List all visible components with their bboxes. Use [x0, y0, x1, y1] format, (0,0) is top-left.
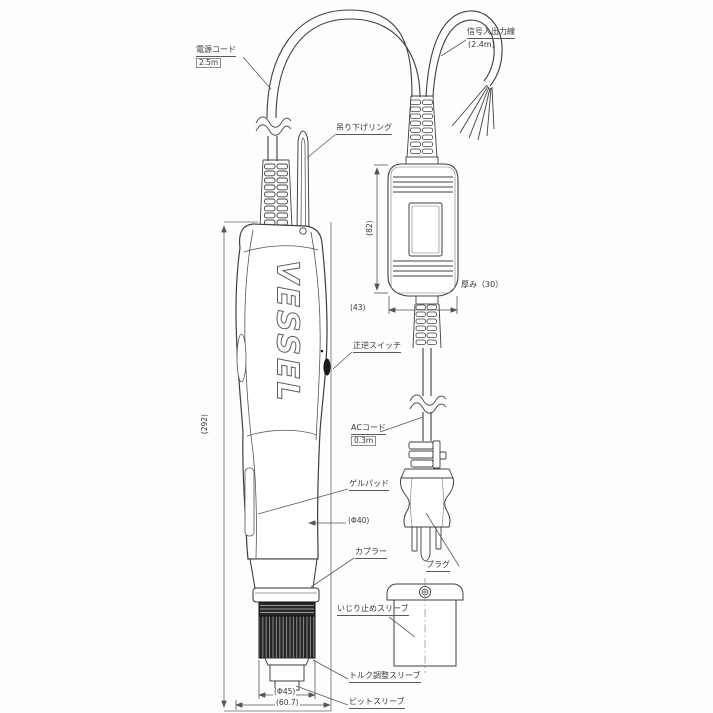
driver-body: [235, 223, 331, 560]
label-ac-cord: ACコード: [351, 423, 386, 435]
dimension-sleeve-diameter: (Φ45): [273, 687, 297, 697]
plug-blade: [411, 526, 418, 552]
label-signal-line: 信号入出力線: [467, 27, 515, 39]
hanging-ring: [296, 130, 310, 233]
controller-box: [387, 95, 459, 349]
label-bit-sleeve: ビットスリーブ: [349, 697, 405, 709]
label-power-cord: 電源コード: [196, 45, 236, 57]
dimension-base-width: (60.7): [275, 698, 300, 708]
label-coupler: カプラー: [355, 547, 387, 559]
dimension-driver-height: (292): [200, 405, 210, 444]
controller-bottom-strain-relief: [415, 304, 437, 345]
driver-strain-relief: [259, 159, 293, 229]
switch-dot: [320, 349, 324, 353]
label-power-cord-length: 2.5m: [196, 58, 222, 69]
label-tamper-proof-sleeve: いじり止めスリーブ: [337, 604, 409, 616]
power-cord-cable: [266, 9, 421, 161]
label-ac-cord-length: 0.3m: [351, 436, 377, 447]
label-plug: プラグ: [426, 560, 450, 572]
label-box-thickness: 厚み（30）: [461, 280, 504, 289]
dimension-driver-diameter: (Φ40): [347, 516, 371, 526]
plug: [400, 440, 454, 562]
torque-adjust-sleeve: [258, 615, 316, 659]
dimension-box-width: (43): [349, 303, 367, 313]
signal-line-frayed-end: [451, 84, 495, 141]
side-slot: [236, 333, 247, 383]
plug-ground-pin: [420, 526, 431, 562]
ac-cord-cable: [409, 348, 447, 441]
leader-lines: [242, 39, 467, 706]
power-cord-break-mark: [255, 116, 292, 136]
controller-top-strain-relief: [410, 99, 433, 154]
controller-window: [408, 202, 443, 257]
signal-line-cable: [425, 10, 503, 141]
label-torque-adjust-sleeve: トルク調整スリーブ: [349, 671, 421, 683]
bit-sleeve: [269, 664, 305, 682]
driver-dimension-frame: [221, 221, 332, 712]
tamper-proof-sleeve: [386, 578, 464, 673]
label-forward-reverse-switch: 正逆スイッチ: [353, 341, 401, 353]
label-signal-line-length: (2.4m): [468, 40, 495, 49]
label-gel-pad: ゲルパッド: [349, 479, 389, 491]
label-hanging-ring: 吊り下げリング: [336, 123, 392, 135]
brand-logo: VESSEL: [270, 260, 305, 403]
driver-lower-assembly: [249, 558, 320, 691]
forward-reverse-switch: [323, 358, 331, 376]
dimension-box-height: (82): [365, 210, 375, 247]
plug-blade: [435, 526, 442, 550]
gel-pad-panel: [244, 467, 255, 537]
top-button: [299, 227, 307, 235]
